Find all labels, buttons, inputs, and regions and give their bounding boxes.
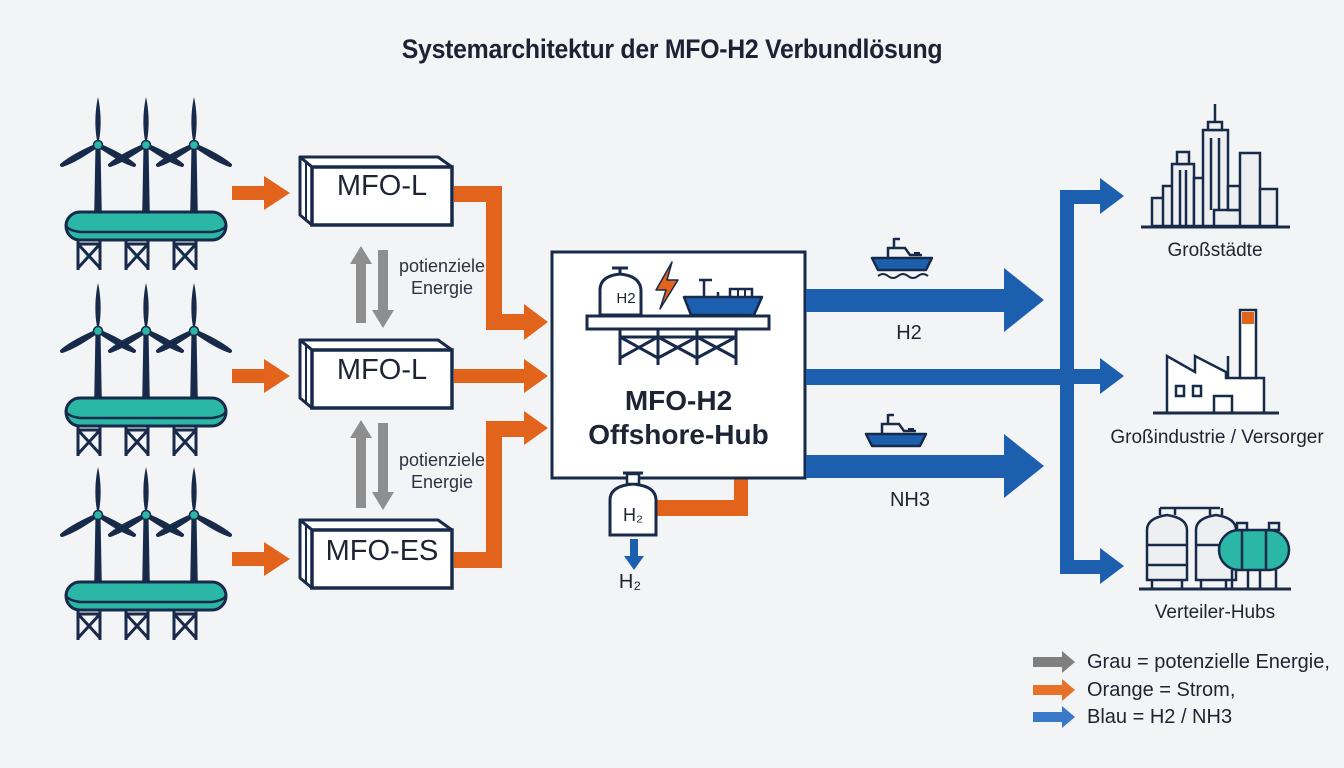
potential-energy-label-2-line2: Energie xyxy=(410,472,474,492)
arrow-strom-windfarm2 xyxy=(232,359,290,393)
ship-icon xyxy=(682,278,764,317)
legend-arrow-orange xyxy=(1033,679,1075,701)
legend-item-blue: Blau = H2 / NH3 xyxy=(1087,706,1233,728)
offshore-platform-icon xyxy=(585,261,771,365)
city-skyline-icon xyxy=(1141,104,1290,229)
local-tank-label: H₂ xyxy=(623,505,643,525)
hub-title: MFO-H2 Offshore-Hub xyxy=(552,384,805,452)
arrow-h2-down xyxy=(624,539,644,570)
arrow-nh3-transport xyxy=(806,434,1044,498)
mfo-label-1: MFO-L xyxy=(336,170,428,202)
diagram-title: Systemarchitektur der MFO-H2 Verbundlösu… xyxy=(401,34,943,64)
arrow-potential-up-1 xyxy=(350,246,372,323)
legend-item-gray: Grau = potenzielle Energie, xyxy=(1087,651,1330,673)
storage-tanks-icon xyxy=(1139,506,1291,591)
local-h2-output-label: H₂ xyxy=(618,571,642,593)
legend-arrow-blue xyxy=(1033,706,1075,728)
ship-icon-nh3 xyxy=(864,412,928,448)
mfo-label-2: MFO-L xyxy=(336,354,428,386)
ship-icon-h2 xyxy=(870,236,934,279)
windfarm-1 xyxy=(60,95,232,272)
arrow-potential-down-2 xyxy=(372,423,394,510)
legend-item-orange: Orange = Strom, xyxy=(1087,679,1236,701)
windfarm-3 xyxy=(60,465,232,642)
transport-label-nh3: NH3 xyxy=(889,489,930,511)
consumer-label-cities: Großstädte xyxy=(1167,240,1263,261)
distribution-bus xyxy=(1060,178,1124,584)
h2-tank-icon xyxy=(598,266,643,317)
arrow-potential-up-2 xyxy=(350,420,372,508)
hub-title-line2: Offshore-Hub xyxy=(588,419,769,450)
factory-icon xyxy=(1153,308,1279,415)
arrow-h2-transport xyxy=(806,268,1044,332)
local-h2-tank-icon xyxy=(608,471,658,537)
arrow-strom-mfo1-hub xyxy=(454,186,548,340)
arrow-strom-hub-tank xyxy=(656,478,748,516)
hub-box xyxy=(550,250,807,480)
transport-label-h2: H2 xyxy=(896,322,922,344)
potential-energy-label-1-line2: Energie xyxy=(410,278,474,298)
arrow-strom-mfo2-hub xyxy=(454,359,548,393)
consumer-label-hubs: Verteiler-Hubs xyxy=(1154,602,1276,623)
hub-tank-label: H2 xyxy=(616,290,636,307)
mfo-label-3: MFO-ES xyxy=(325,535,439,567)
arrow-strom-windfarm1 xyxy=(232,176,290,210)
hub-title-line1: MFO-H2 xyxy=(624,385,733,416)
potential-energy-label-2: potienziele Energie xyxy=(396,449,488,493)
arrow-potential-down-1 xyxy=(372,250,394,328)
consumer-label-industry: Großindustrie / Versorger xyxy=(1110,427,1324,448)
potential-energy-label-1-line1: potienziele xyxy=(398,256,486,276)
legend-arrow-gray xyxy=(1033,651,1075,673)
pipeline-main xyxy=(806,369,1060,385)
arrow-strom-mfo3-hub xyxy=(454,411,548,568)
potential-energy-label-1: potienziele Energie xyxy=(396,255,488,299)
lightning-icon xyxy=(655,261,679,310)
potential-energy-label-2-line1: potienziele xyxy=(398,450,486,470)
windfarm-2 xyxy=(60,281,232,458)
arrow-strom-windfarm3 xyxy=(232,542,290,576)
